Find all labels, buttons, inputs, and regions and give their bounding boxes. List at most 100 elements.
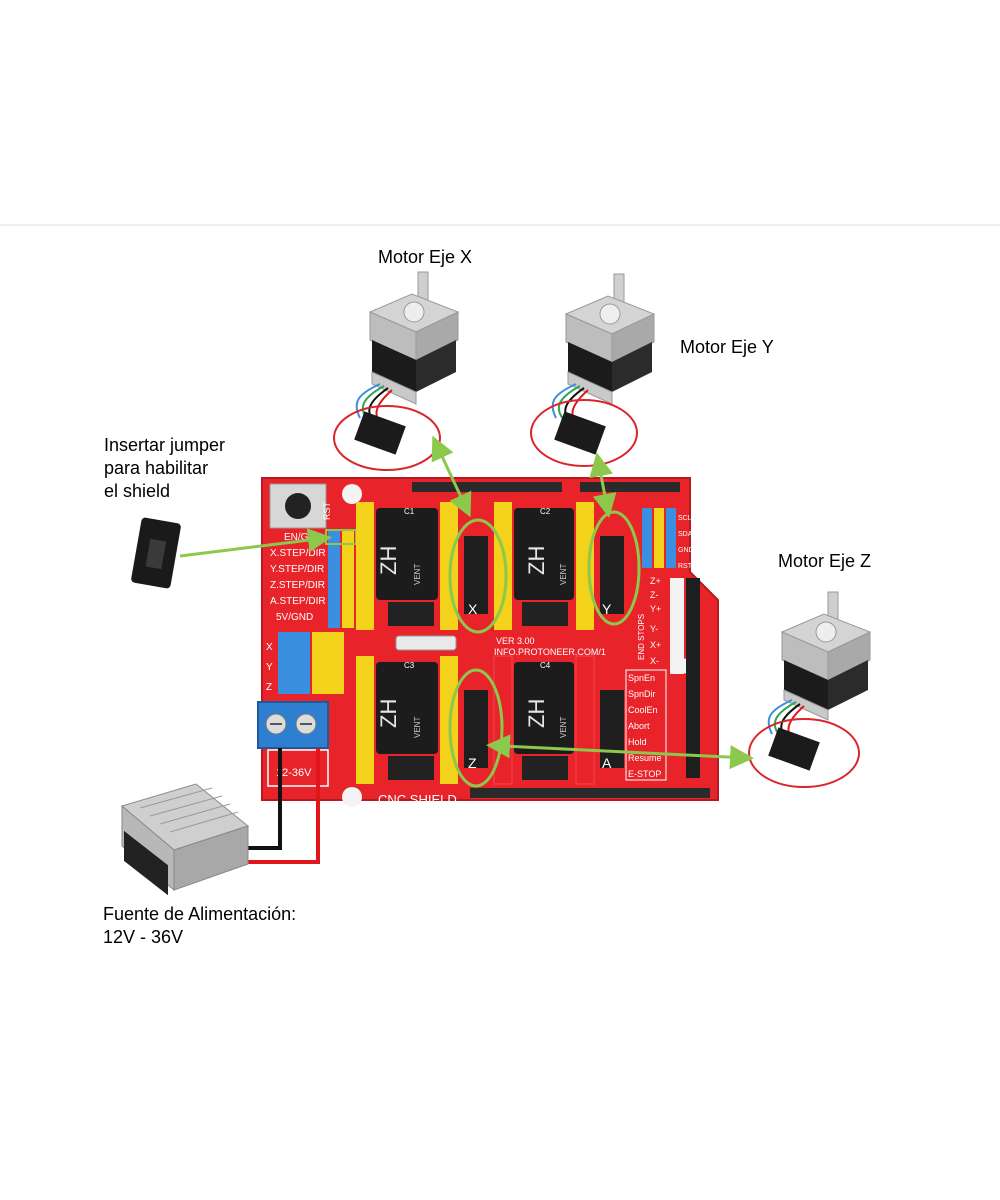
- label-y-step: Y.STEP/DIR: [270, 564, 324, 575]
- label-a-step: A.STEP/DIR: [270, 596, 326, 607]
- microstep-header-y: [600, 536, 624, 614]
- driver-a-sub: VENT: [559, 717, 568, 738]
- left-pin-labels: EN/GND X.STEP/DIR Y.STEP/DIR Z.STEP/DIR …: [270, 532, 326, 623]
- driver-y-sub: VENT: [559, 564, 568, 585]
- header-yellow-left: [342, 530, 354, 628]
- microstep-header-z: [464, 690, 488, 768]
- caption-power-supply: Fuente de Alimentación: 12V - 36V: [103, 903, 296, 949]
- i2c-sda: SDA: [678, 531, 693, 538]
- label-spnen: SpnEn: [628, 673, 655, 683]
- label-spndir: SpnDir: [628, 689, 656, 699]
- stepper-motor-z: [780, 591, 872, 721]
- label-coolen: CoolEn: [628, 705, 658, 715]
- label-hold: Hold: [628, 737, 647, 747]
- driver-a-brand: ZH: [524, 699, 549, 728]
- caption-jumper-line1: Insertar jumper: [104, 435, 226, 455]
- stepper-motor-x: [368, 271, 460, 405]
- board-website: INFO.PROTONEER.COM/1: [494, 647, 606, 657]
- stepper-motor-y: [564, 273, 656, 405]
- driver-z-brand: ZH: [376, 699, 401, 728]
- header-i2c-yellow: [654, 508, 664, 568]
- endstop-z-minus: Z-: [650, 590, 659, 600]
- caption-jumper-line2: para habilitar: [104, 458, 209, 478]
- caption-jumper-line3: el shield: [104, 481, 171, 501]
- microstep-header-x: [464, 536, 488, 614]
- label-x-step: X.STEP/DIR: [270, 548, 326, 559]
- driver-slot-z: ZH VENT C3: [356, 656, 458, 784]
- cap-label-c3: C3: [404, 661, 415, 670]
- i2c-scl: SCL: [678, 515, 692, 522]
- power-supply: [120, 783, 250, 896]
- reset-button[interactable]: RST: [269, 483, 332, 529]
- header-blue-left: [328, 530, 340, 628]
- endstop-x-minus: X-: [650, 656, 659, 666]
- axis-label-a: A: [602, 755, 612, 771]
- reset-label: RST: [322, 501, 332, 520]
- label-5v-gnd: 5V/GND: [276, 612, 313, 623]
- header-endstop-black: [686, 578, 700, 778]
- power-terminal-block: [257, 701, 329, 749]
- header-blue-lower: [278, 632, 310, 694]
- driver-x-brand: ZH: [376, 546, 401, 575]
- endstop-title: END STOPS: [637, 614, 646, 660]
- driver-slot-a: ZH VENT C4: [493, 655, 595, 785]
- cable-motor-y: [551, 383, 606, 455]
- mounting-hole: [342, 787, 362, 807]
- cable-motor-z: [767, 699, 820, 771]
- arrow-motor-y: [589, 452, 617, 518]
- board-version: VER 3.00: [496, 636, 535, 646]
- arrow-motor-z: [486, 734, 754, 770]
- header-yellow-lower: [312, 632, 344, 694]
- highlight-connector-y: [530, 399, 638, 467]
- i2c-gnd: GND: [678, 547, 694, 554]
- label-abort: Abort: [628, 721, 650, 731]
- caption-psu-line2: 12V - 36V: [103, 927, 184, 947]
- arrow-motor-x: [431, 435, 472, 518]
- axis-label-x-small: X: [266, 642, 273, 653]
- endstop-y-plus: Y+: [650, 604, 661, 614]
- top-pin-row: [412, 482, 680, 492]
- cap-label-c4: C4: [540, 661, 551, 670]
- highlight-driver-x-pins: [448, 518, 508, 634]
- cap-label-c1: C1: [404, 507, 415, 516]
- caption-jumper: Insertar jumper para habilitar el shield: [104, 434, 225, 503]
- cap-label-c2: C2: [540, 507, 551, 516]
- label-estop: E-STOP: [628, 769, 661, 779]
- header-endstop-white: [670, 578, 684, 674]
- voltage-label: 12-36V: [276, 767, 312, 779]
- caption-motor-x: Motor Eje X: [378, 247, 473, 267]
- caption-motor-y: Motor Eje Y: [680, 337, 774, 357]
- driver-y-brand: ZH: [524, 546, 549, 575]
- board-name: CNC SHIELD: [378, 792, 457, 807]
- driver-slot-x: ZH VENT C1: [356, 502, 458, 630]
- header-i2c-blue2: [666, 508, 676, 568]
- arrow-jumper: [179, 528, 332, 558]
- header-i2c-blue: [642, 508, 652, 568]
- connection-arrows: [179, 435, 754, 770]
- driver-z-sub: VENT: [413, 717, 422, 738]
- voltage-box: [267, 749, 329, 787]
- i2c-rst: RST: [678, 563, 693, 570]
- axis-label-x: X: [468, 601, 478, 617]
- caption-motor-z: Motor Eje Z: [778, 551, 872, 571]
- endstop-z-plus: Z+: [650, 576, 661, 586]
- jumper-icon: [131, 517, 181, 589]
- endstop-y-minus: Y-: [650, 624, 658, 634]
- cnc-shield-board: RST EN/GND X.STEP/DIR Y.STEP/DIR Z.STEP/…: [261, 477, 719, 807]
- fuse: [395, 635, 457, 651]
- mounting-hole: [342, 484, 362, 504]
- driver-x-sub: VENT: [413, 564, 422, 585]
- label-en-gnd: EN/GND: [284, 532, 323, 543]
- caption-psu-line1: Fuente de Alimentación:: [103, 904, 297, 924]
- bottom-pin-row: [470, 788, 710, 798]
- top-divider: [0, 224, 1000, 226]
- axis-label-z-small: Z: [266, 682, 272, 693]
- label-z-step: Z.STEP/DIR: [270, 580, 325, 591]
- axis-label-z: Z: [468, 755, 477, 771]
- axis-label-y: Y: [602, 601, 612, 617]
- driver-slot-y: ZH VENT C2: [494, 502, 594, 630]
- axis-label-y-small: Y: [266, 662, 273, 673]
- highlight-driver-z-pins: [448, 668, 504, 788]
- endstop-x-plus: X+: [650, 640, 661, 650]
